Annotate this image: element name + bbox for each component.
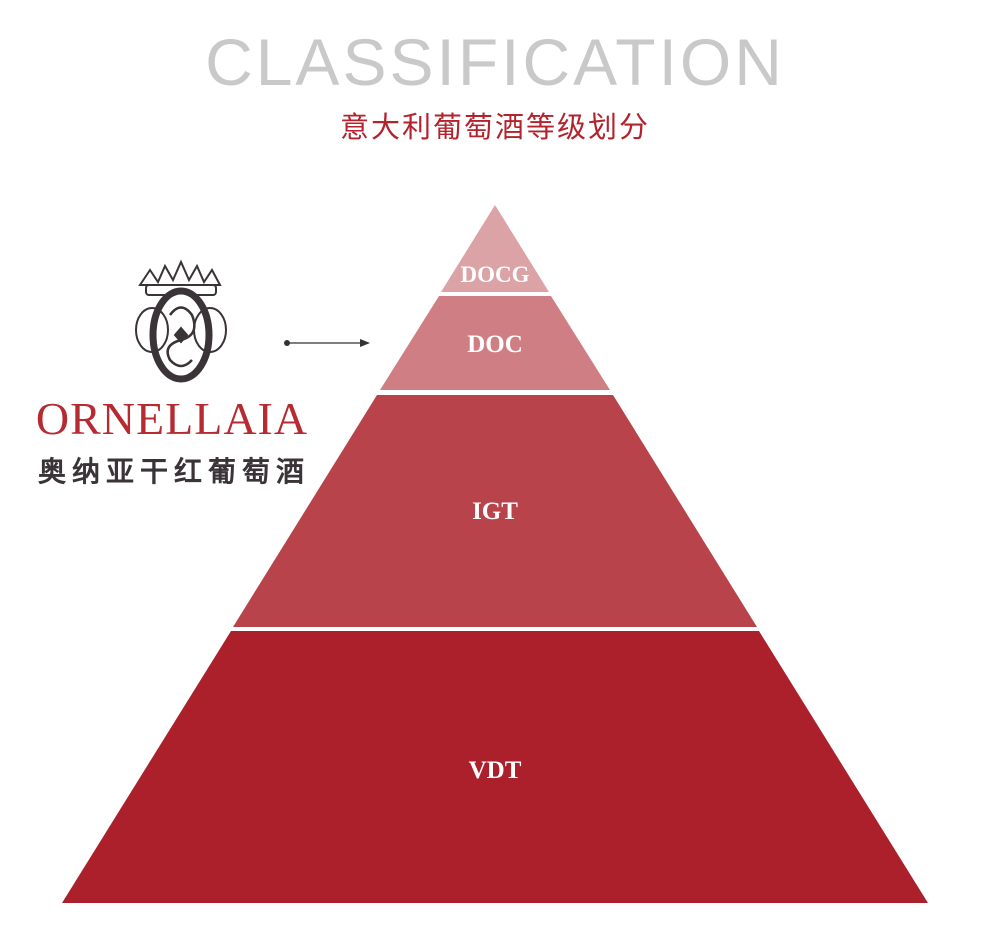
page-subtitle: 意大利葡萄酒等级划分 bbox=[339, 112, 650, 144]
label-vdt: VDT bbox=[469, 757, 522, 784]
pyramid-level-docg bbox=[441, 205, 549, 292]
label-igt: IGT bbox=[472, 498, 518, 525]
brand-name: ORNELLAIA bbox=[35, 393, 309, 444]
label-doc: DOC bbox=[467, 331, 523, 358]
page-title: CLASSIFICATION bbox=[205, 25, 785, 99]
ornellaia-crest-icon bbox=[135, 259, 227, 383]
brand-name-cn: 奥纳亚干红葡萄酒 bbox=[38, 456, 311, 487]
pyramid-level-doc bbox=[380, 296, 610, 390]
label-docg: DOCG bbox=[461, 262, 530, 287]
arrow-icon bbox=[284, 339, 370, 347]
pyramid-level-igt bbox=[233, 395, 757, 627]
pyramid-level-vdt bbox=[62, 631, 928, 903]
